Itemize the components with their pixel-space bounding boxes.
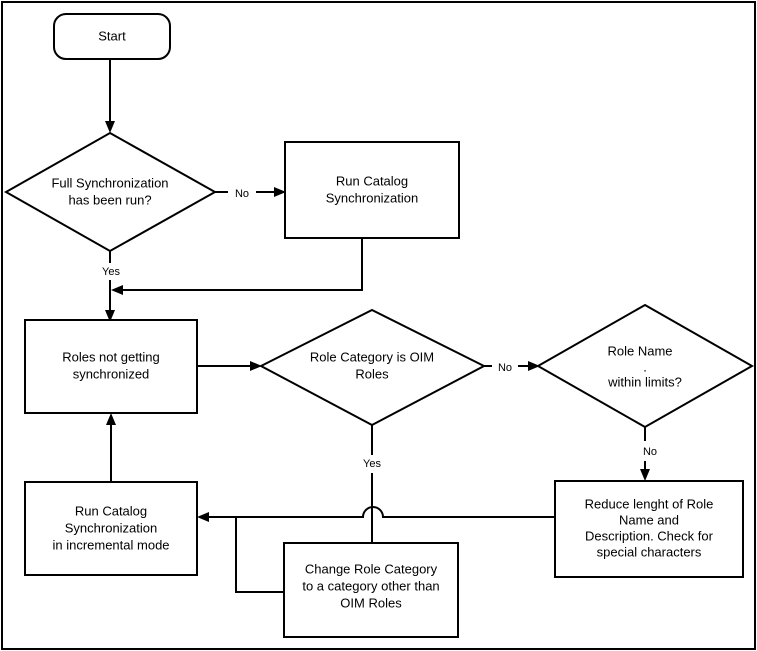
- run-catalog-sync-label-line1: Run Catalog: [336, 173, 408, 188]
- start-shape: [53, 13, 171, 60]
- reduce-length-shape: [554, 480, 744, 578]
- role-name-decision-label-dot: .: [643, 359, 647, 374]
- edge-reduce-to-incremental-arrowhead: [197, 512, 209, 522]
- edge-start-to-full-sync-arrowhead: [105, 121, 115, 133]
- edge-reduce-to-incremental-line: [206, 506, 555, 518]
- edge-start-to-full-sync: [105, 59, 115, 133]
- edge-name-no-label: No: [643, 446, 657, 458]
- change-role-category-label-line2: to a category other than: [302, 578, 439, 593]
- roles-not-synced-label-line2: synchronized: [73, 366, 150, 381]
- roles-not-synced-label-line1: Roles not getting: [62, 349, 160, 364]
- node-reduce-length[interactable]: Reduce lenght of Role Name and Descripti…: [554, 480, 744, 578]
- full-sync-decision-label-line2: has been run?: [68, 192, 151, 207]
- edge-category-no-label: No: [498, 362, 512, 374]
- change-role-category-label-line3: OIM Roles: [340, 595, 402, 610]
- node-role-category-decision[interactable]: Role Category is OIM Roles: [258, 308, 487, 427]
- role-category-decision-label-line1: Role Category is OIM: [310, 349, 434, 364]
- full-sync-decision-label-line1: Full Synchronization: [51, 175, 168, 190]
- reduce-length-label-line4: special characters: [597, 544, 702, 559]
- reduce-length-label-line2: Name and: [619, 512, 679, 527]
- edge-reduce-to-incremental: [197, 506, 555, 522]
- edge-full-sync-yes-arrowhead: [105, 310, 115, 322]
- run-catalog-sync-incremental-label-line2: Synchronization: [65, 520, 158, 535]
- change-role-category-shape: [283, 542, 459, 638]
- edge-catalog-sync-return-arrowhead: [111, 285, 123, 295]
- edge-category-yes: Yes: [363, 425, 381, 543]
- edge-change-to-incremental: [235, 518, 284, 593]
- edge-category-no-arrowhead: [528, 361, 540, 371]
- edge-full-sync-yes: Yes: [102, 251, 120, 322]
- edge-catalog-sync-return-line: [120, 238, 363, 291]
- node-roles-not-synced[interactable]: Roles not getting synchronized: [24, 319, 198, 414]
- edge-full-sync-no-arrowhead: [274, 187, 286, 197]
- node-role-name-decision[interactable]: Role Name . within limits?: [535, 303, 755, 429]
- edge-incremental-to-roles-arrowhead: [106, 413, 116, 425]
- role-name-decision-label-line1: Role Name: [607, 343, 672, 358]
- role-name-decision-label-line2: within limits?: [607, 374, 682, 389]
- edge-full-sync-no-label: No: [235, 188, 249, 200]
- edge-change-to-incremental-line: [235, 518, 284, 593]
- reduce-length-label-line3: Description. Check for: [585, 528, 714, 543]
- node-change-role-category[interactable]: Change Role Category to a category other…: [283, 542, 459, 638]
- node-start[interactable]: Start: [53, 13, 171, 60]
- edge-full-sync-yes-label: Yes: [102, 266, 120, 278]
- edge-name-no: No: [640, 427, 657, 481]
- node-run-catalog-sync[interactable]: Run Catalog Synchronization: [284, 141, 460, 239]
- run-catalog-sync-incremental-shape: [24, 481, 198, 576]
- edge-roles-to-category-arrowhead: [250, 361, 262, 371]
- edge-catalog-sync-return: [111, 238, 363, 295]
- edge-incremental-to-roles: [106, 413, 116, 482]
- run-catalog-sync-shape: [284, 141, 460, 239]
- edge-name-no-arrowhead: [640, 469, 650, 481]
- node-run-catalog-sync-incremental[interactable]: Run Catalog Synchronization in increment…: [24, 481, 198, 576]
- run-catalog-sync-label-line2: Synchronization: [326, 190, 419, 205]
- edge-roles-to-category: [197, 361, 262, 371]
- start-label: Start: [98, 28, 126, 43]
- edge-category-no: No: [484, 361, 540, 374]
- edge-full-sync-no: No: [215, 187, 286, 200]
- edge-category-yes-label: Yes: [363, 458, 381, 470]
- run-catalog-sync-incremental-label-line1: Run Catalog: [75, 503, 147, 518]
- node-full-sync-decision[interactable]: Full Synchronization has been run?: [3, 131, 218, 253]
- change-role-category-label-line1: Change Role Category: [305, 561, 438, 576]
- run-catalog-sync-incremental-label-line3: in incremental mode: [52, 537, 169, 552]
- reduce-length-label-line1: Reduce lenght of Role: [585, 496, 714, 511]
- role-category-decision-label-line2: Roles: [355, 366, 389, 381]
